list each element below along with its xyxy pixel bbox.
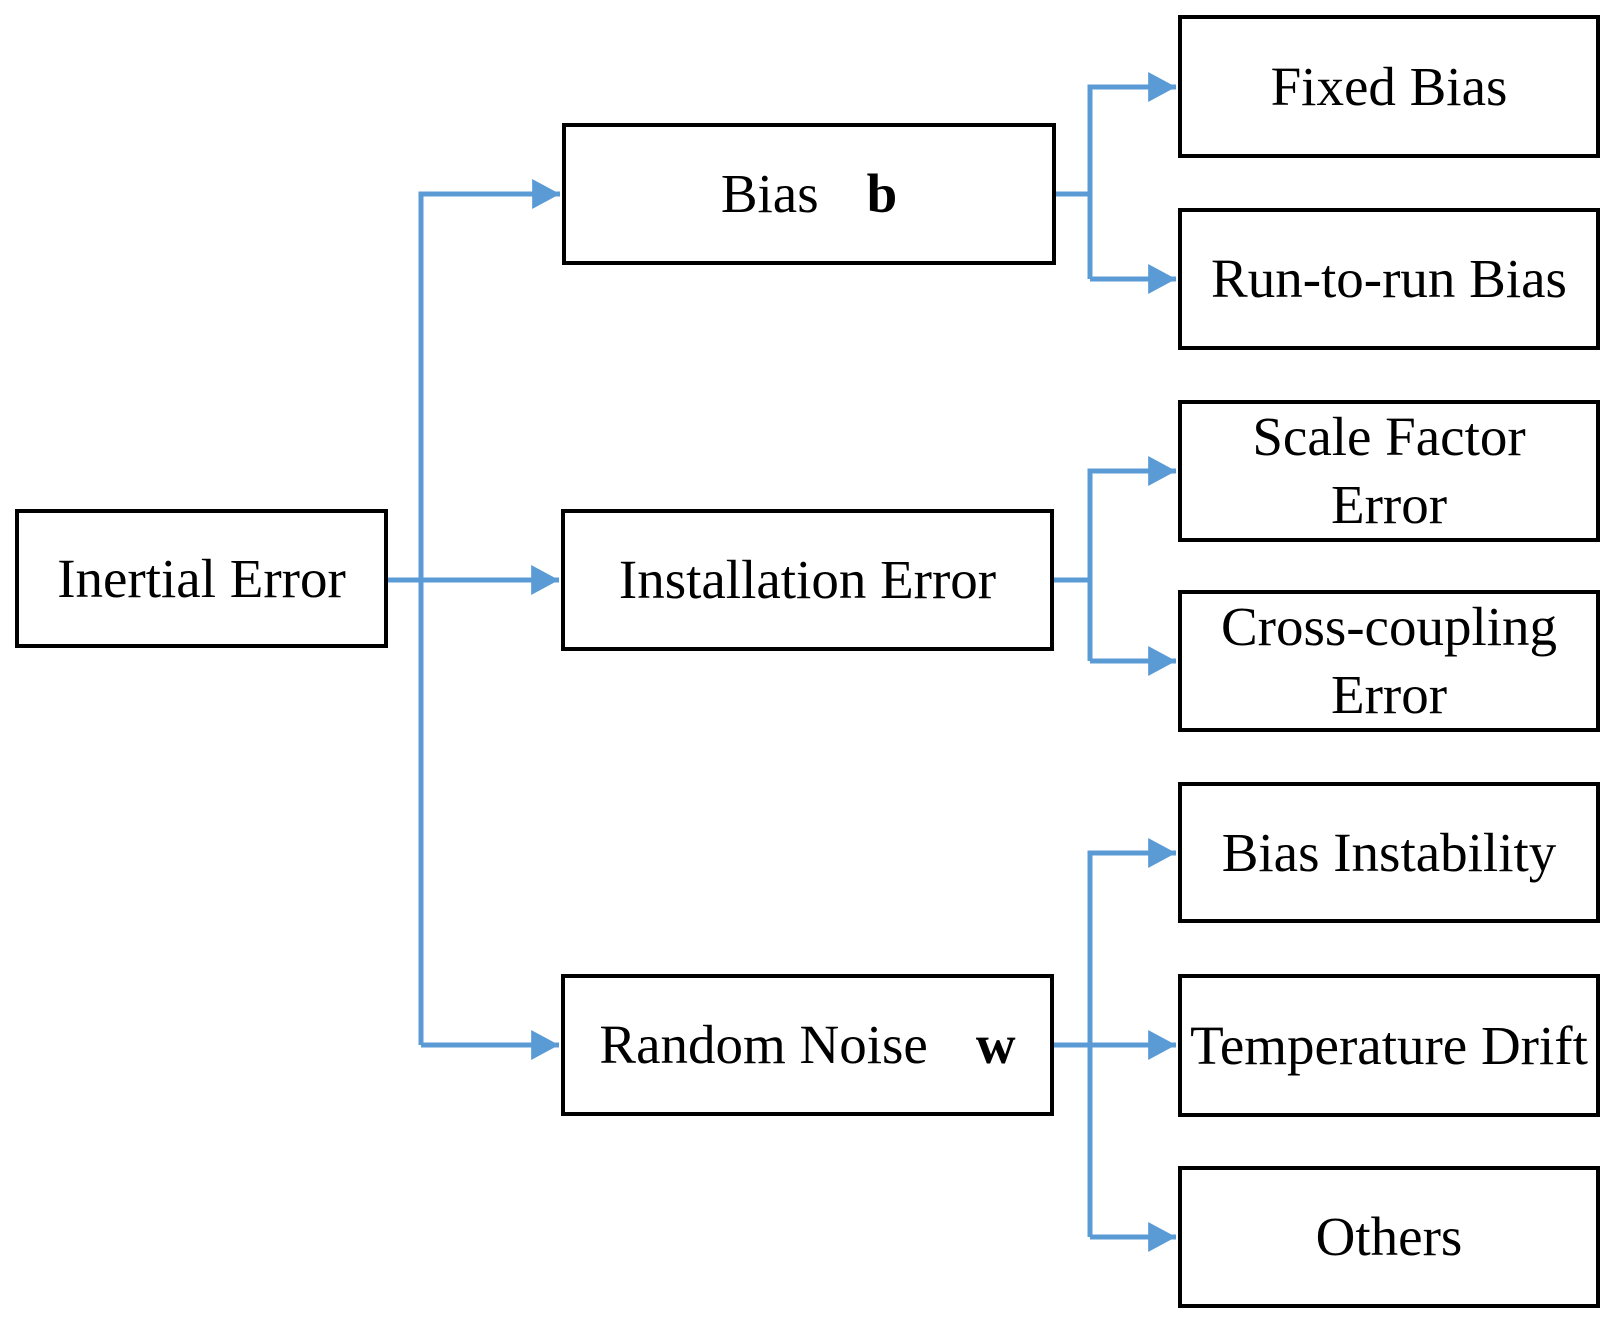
node-label: Scale Factor Error (1252, 406, 1526, 535)
node-temperature-drift: Temperature Drift (1178, 974, 1600, 1117)
node-random-noise: Random Noise w (561, 974, 1054, 1116)
node-label: Installation Error (618, 549, 997, 610)
node-label: Inertial Error (57, 547, 346, 609)
node-others: Others (1178, 1166, 1600, 1308)
node-symbol: b (866, 163, 898, 224)
node-bias-instability: Bias Instability (1178, 782, 1600, 923)
node-cross-coupling-error: Cross-coupling Error (1178, 590, 1600, 732)
node-label: Cross-coupling Error (1220, 596, 1558, 725)
node-label: Bias Instability (1221, 821, 1557, 883)
node-label: Temperature Drift (1190, 1014, 1588, 1076)
node-label: Fixed Bias (1270, 55, 1508, 117)
node-run-to-run-bias: Run-to-run Bias (1178, 208, 1600, 350)
connector-random-to-bias-instability (1087, 838, 1177, 1237)
node-bias: Bias b (562, 123, 1056, 265)
connector-installation-to-scale-factor (1087, 456, 1177, 661)
node-inertial-error: Inertial Error (15, 509, 388, 648)
node-label: Random Noise (599, 1014, 928, 1075)
node-fixed-bias: Fixed Bias (1178, 15, 1600, 158)
node-label: Others (1315, 1206, 1463, 1267)
node-scale-factor-error: Scale Factor Error (1178, 400, 1600, 542)
node-label: Bias (720, 163, 819, 224)
node-label: Run-to-run Bias (1211, 248, 1567, 309)
connector-root-to-bias (418, 179, 560, 1045)
connector-bias-to-fixed-bias (1087, 72, 1177, 279)
node-installation-error: Installation Error (561, 509, 1054, 651)
node-symbol: w (975, 1014, 1016, 1075)
